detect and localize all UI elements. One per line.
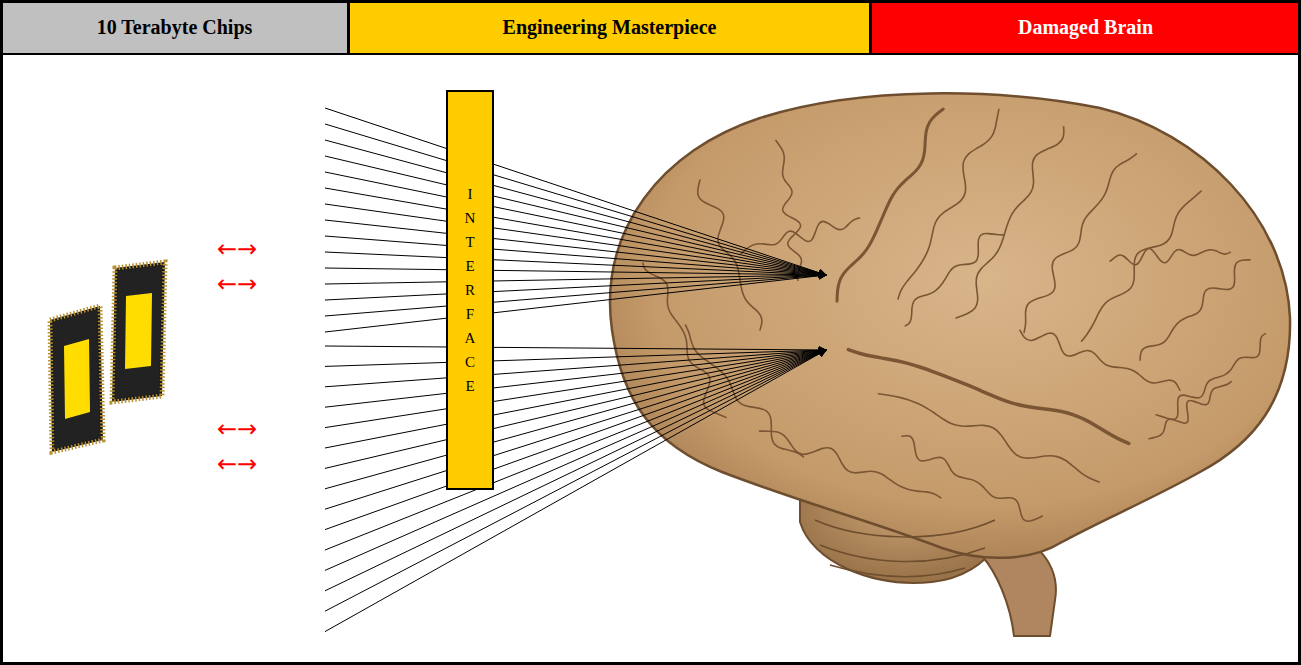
brain-fold <box>905 234 1004 326</box>
wire <box>325 346 826 350</box>
brain-fold <box>848 350 1128 444</box>
wire <box>325 350 826 611</box>
double-arrow-symbol: ←→ <box>217 234 257 264</box>
double-arrow-symbol: ←→ <box>217 269 257 299</box>
chip <box>50 306 103 452</box>
wire <box>325 236 826 275</box>
wire <box>325 188 826 275</box>
header-text: Engineering Masterpiece <box>503 16 717 39</box>
wire <box>325 350 826 489</box>
wire <box>325 350 826 387</box>
vertical-label: INTERFACE <box>463 182 478 398</box>
header-text: 10 Terabyte Chips <box>97 16 253 39</box>
wire <box>325 204 826 275</box>
wire <box>325 124 826 275</box>
brain-fold <box>837 109 943 301</box>
brain-fold <box>1020 330 1180 390</box>
brain-fold <box>1140 260 1250 360</box>
brain-fold <box>1024 154 1136 333</box>
brain-fold <box>685 325 803 457</box>
wire <box>325 275 826 300</box>
brain-folds <box>643 109 1265 521</box>
brain-fold <box>956 127 1064 318</box>
wire <box>325 350 826 632</box>
header-cell: Damaged Brain <box>870 0 1301 55</box>
wire <box>325 140 826 275</box>
double-arrow-symbol: ←→ <box>217 449 257 479</box>
wire <box>325 268 826 275</box>
chip-pair <box>50 262 165 452</box>
wire <box>325 275 826 316</box>
interface-block: INTERFACE <box>446 90 494 490</box>
brain-fold <box>741 218 860 254</box>
chip-die <box>125 293 152 369</box>
header-text: Damaged Brain <box>1018 16 1153 39</box>
cerebellum-folds <box>815 520 995 577</box>
brain-fold <box>1156 334 1265 420</box>
wire <box>325 350 826 550</box>
wire <box>325 350 826 591</box>
chip-body <box>115 265 162 399</box>
wire <box>325 275 826 284</box>
brain-fold <box>1110 248 1230 264</box>
brain-fold <box>902 436 1042 521</box>
chip-body <box>53 309 100 449</box>
wire <box>325 350 826 448</box>
brain-fold <box>898 109 999 299</box>
wire <box>325 220 826 275</box>
wire <box>325 350 826 530</box>
wire <box>325 350 826 570</box>
header-cell: 10 Terabyte Chips <box>0 0 349 55</box>
wire <box>325 275 826 332</box>
wire <box>325 350 826 509</box>
chip-die <box>64 339 90 419</box>
interface-wires <box>325 108 826 632</box>
brain-illustration <box>610 93 1290 636</box>
brain-fold <box>1149 382 1231 439</box>
wire <box>325 350 826 468</box>
wire <box>325 108 826 275</box>
header-cell: Engineering Masterpiece <box>348 0 871 55</box>
double-arrow-symbol: ←→ <box>217 414 257 444</box>
chip <box>112 262 165 402</box>
wire <box>325 172 826 275</box>
wire <box>325 252 826 275</box>
wire <box>325 156 826 275</box>
cerebrum <box>610 93 1290 557</box>
